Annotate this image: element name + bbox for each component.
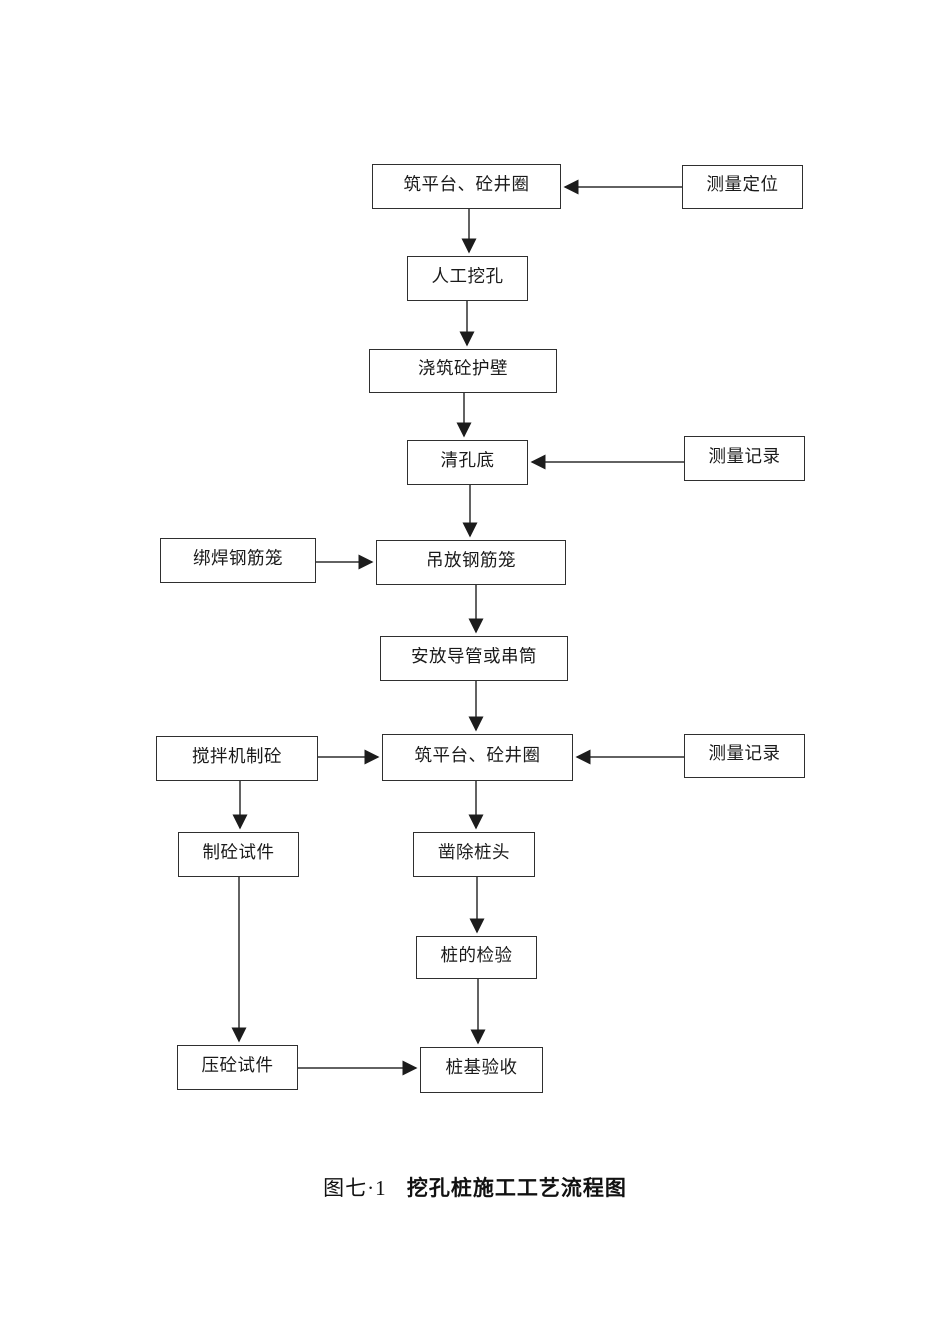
node-survey-position: 测量定位 (682, 165, 803, 209)
node-label: 测量记录 (708, 445, 781, 466)
node-pour-lining: 浇筑砼护壁 (369, 349, 557, 393)
node-label: 筑平台、砼井圈 (414, 744, 541, 765)
figure-caption: 图七·1 挖孔桩施工工艺流程图 (0, 1172, 950, 1202)
node-install-tremie: 安放导管或串筒 (380, 636, 568, 681)
node-label: 筑平台、砼井圈 (403, 173, 530, 194)
node-manual-dig: 人工挖孔 (407, 256, 528, 301)
node-label: 制砼试件 (202, 841, 275, 862)
node-press-specimen: 压砼试件 (177, 1045, 298, 1090)
node-build-platform-2: 筑平台、砼井圈 (382, 734, 573, 781)
node-chisel-pile-head: 凿除桩头 (413, 832, 535, 877)
node-label: 人工挖孔 (431, 265, 504, 286)
node-label: 桩基验收 (445, 1057, 518, 1077)
node-survey-record-2: 测量记录 (684, 734, 805, 778)
node-survey-record-1: 测量记录 (684, 436, 805, 481)
node-build-platform-1: 筑平台、砼井圈 (372, 164, 561, 209)
node-label: 清孔底 (440, 449, 495, 470)
node-mixer-concrete: 搅拌机制砼 (156, 736, 318, 781)
figure-title: 挖孔桩施工工艺流程图 (406, 1176, 627, 1200)
node-tie-weld-cage: 绑焊钢筋笼 (160, 538, 316, 583)
node-clean-hole-bottom: 清孔底 (407, 440, 528, 485)
node-label: 凿除桩头 (438, 841, 510, 862)
node-pile-inspection: 桩的检验 (416, 936, 537, 979)
node-lower-cage: 吊放钢筋笼 (376, 540, 566, 585)
node-concrete-specimen: 制砼试件 (178, 832, 299, 877)
node-label: 搅拌机制砼 (192, 745, 282, 766)
node-label: 吊放钢筋笼 (426, 549, 516, 570)
node-pile-acceptance: 桩基验收 (420, 1047, 543, 1093)
node-label: 测量定位 (706, 174, 779, 194)
node-label: 安放导管或串筒 (411, 645, 537, 666)
figure-number: 图七·1 (323, 1176, 387, 1200)
node-label: 压砼试件 (201, 1054, 274, 1075)
node-label: 绑焊钢筋笼 (193, 547, 283, 568)
node-label: 测量记录 (708, 743, 781, 763)
node-label: 桩的检验 (440, 944, 513, 965)
node-label: 浇筑砼护壁 (418, 358, 508, 378)
